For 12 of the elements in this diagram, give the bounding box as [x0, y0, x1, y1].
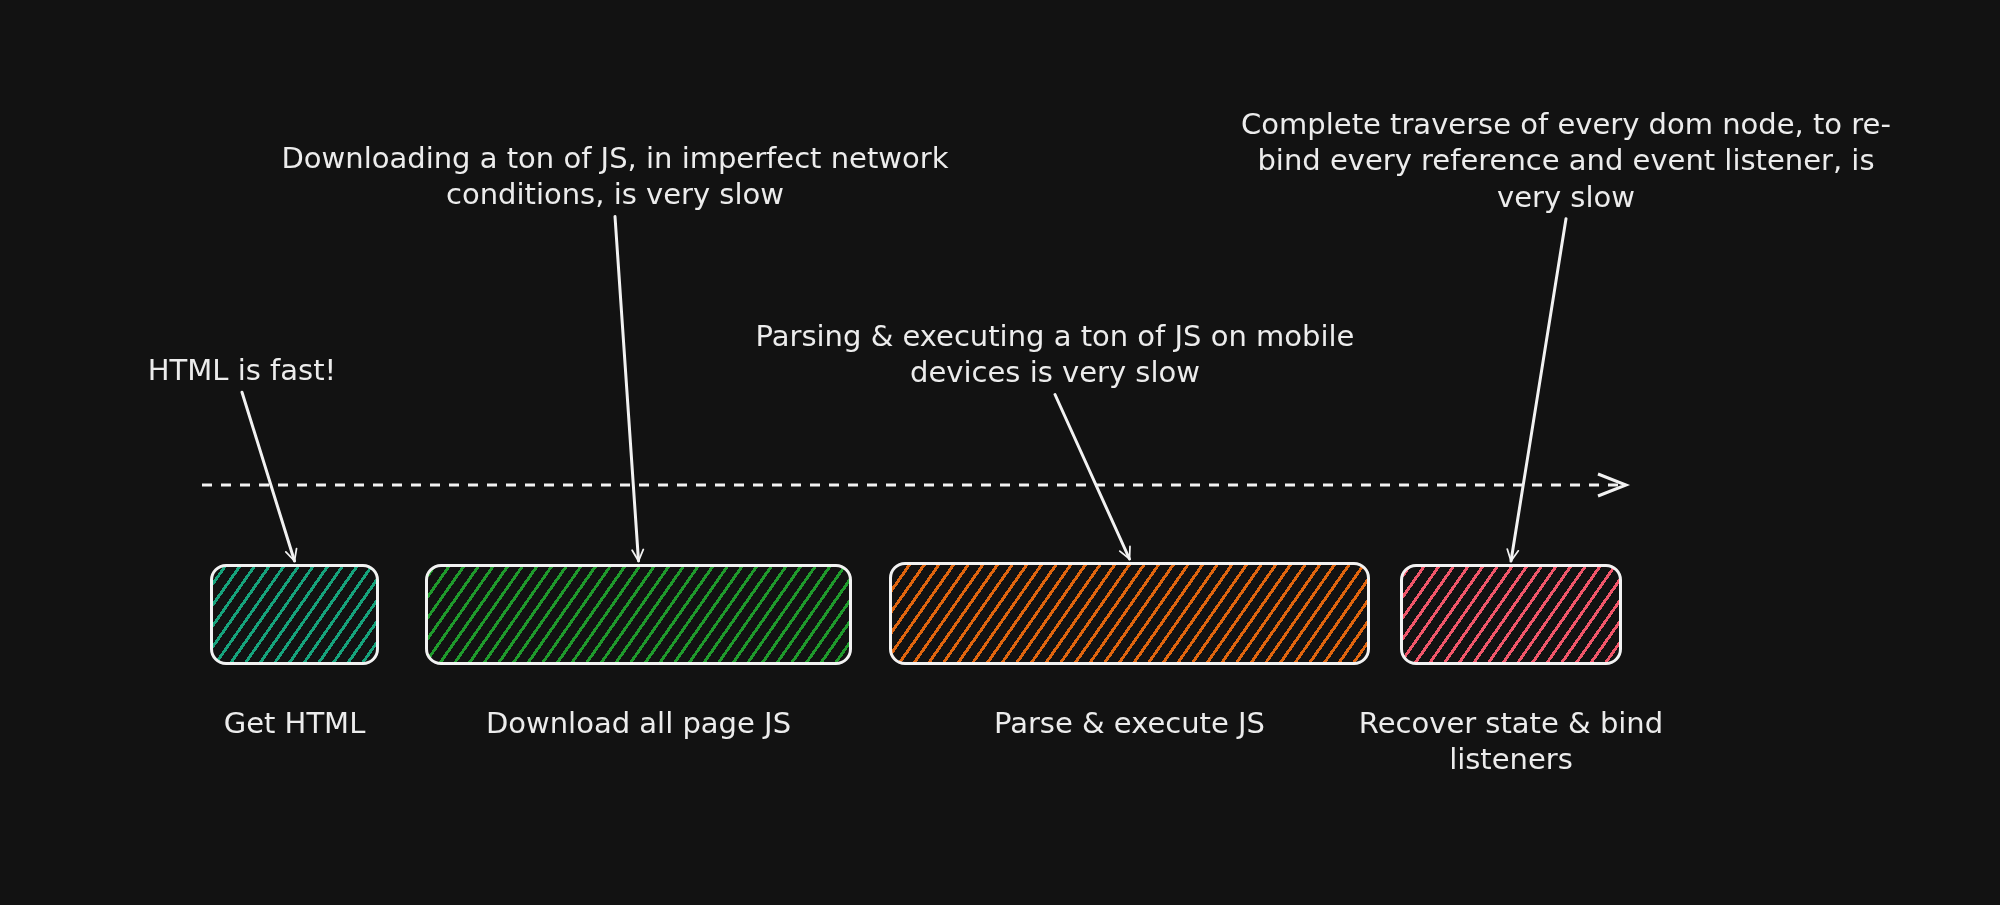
- annotation-text: HTML is fast!: [146, 352, 338, 389]
- bar-label: Download all page JS: [484, 705, 793, 742]
- bar-label: Parse & execute JS: [992, 705, 1266, 742]
- annotation-text: Complete traverse of every dom node, to re-bind every reference and event listener, is very slow: [1240, 106, 1892, 215]
- arrow: [1506, 217, 1568, 563]
- annotation-text: Parsing & executing a ton of JS on mobile devices is very slow: [754, 318, 1356, 391]
- arrow: [1053, 393, 1131, 561]
- annotation-text: Downloading a ton of JS, in imperfect network conditions, is very slow: [280, 140, 950, 213]
- arrow: [613, 215, 645, 563]
- arrow: [240, 390, 298, 563]
- bar-label: Recover state & bind listeners: [1357, 705, 1665, 778]
- bar-label: Get HTML: [222, 705, 367, 742]
